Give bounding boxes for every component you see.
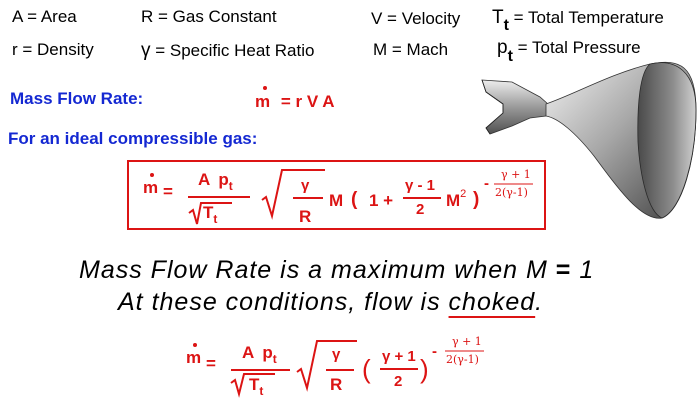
statement-line1-text: Mass Flow Rate is a maximum when M xyxy=(79,256,548,284)
formula1-one-plus: 1 + xyxy=(369,191,394,210)
legend-area: A = Area xyxy=(12,7,77,26)
legend-gas-constant: R = Gas Constant xyxy=(141,7,277,26)
gamma-symbol: γ xyxy=(141,40,151,61)
total-temp-text: = Total Temperature xyxy=(513,8,664,27)
statement-line2-pre: At these conditions, flow is xyxy=(118,288,441,316)
formula2-equals: = xyxy=(206,354,216,373)
statement-line1-val: 1 xyxy=(579,256,595,284)
formula1-p: p xyxy=(218,170,229,189)
formula2-T: Tt xyxy=(249,375,263,397)
formula1-T-sub: t xyxy=(213,212,218,226)
mass-flow-label: Mass Flow Rate: xyxy=(10,89,144,108)
formula1-M2-letter: M xyxy=(446,191,461,210)
formula-box xyxy=(127,160,546,230)
formula1-exp-num: γ + 1 xyxy=(501,168,531,181)
formula2-gamma: γ xyxy=(332,346,341,363)
formula1-M2-exp: 2 xyxy=(460,188,467,200)
formula1-frac-num: γ - 1 xyxy=(405,177,436,194)
total-temp-symbol: T xyxy=(492,7,504,28)
formula2-m: m xyxy=(186,348,202,367)
statement-choked: choked xyxy=(448,288,536,316)
formula2-open-paren: ( xyxy=(362,354,371,384)
total-pres-subscript: t xyxy=(507,48,513,65)
formula2-frac-den: 2 xyxy=(394,373,403,390)
formula1-exp-den: 2(γ-1) xyxy=(495,186,528,199)
mass-flow-m: m xyxy=(255,92,271,111)
legend-density: r = Density xyxy=(12,40,94,59)
formula1-sqrt-T xyxy=(188,202,232,225)
legend-total-pressure: pt = Total Pressure xyxy=(497,37,641,65)
formula1-frac-den: 2 xyxy=(416,201,425,218)
legend-mach: M = Mach xyxy=(373,40,449,59)
formula1-T-letter: T xyxy=(203,203,214,222)
formula2-frac-num: γ + 1 xyxy=(382,348,416,365)
total-temp-subscript: t xyxy=(503,17,509,34)
formula2-p: p xyxy=(262,343,273,362)
total-pres-symbol: p xyxy=(497,37,508,58)
formula2-dot xyxy=(193,343,197,347)
statement-line-1: Mass Flow Rate is a maximum when M = 1 xyxy=(79,258,594,283)
formula1-m: m xyxy=(143,178,159,197)
formula1-R: R xyxy=(299,207,312,226)
formula2-p-sub: t xyxy=(272,352,277,366)
formula1-equals: = xyxy=(163,182,173,201)
formula2-close-paren: ) xyxy=(420,354,429,384)
formula2-R: R xyxy=(330,375,343,394)
formula1-close-paren: ) xyxy=(473,189,480,210)
formula1-M2: M2 xyxy=(446,189,466,210)
formula1-dot xyxy=(150,173,154,177)
statement-line1-eq: = xyxy=(555,256,572,284)
formula1-open-paren: ( xyxy=(351,189,358,210)
formula2-A: A xyxy=(242,343,254,362)
formula1-sqrt-gamma xyxy=(261,169,325,220)
legend-total-temperature: Tt = Total Temperature xyxy=(492,7,664,34)
statement-line2-end: . xyxy=(535,288,544,316)
nozzle-shape xyxy=(481,61,697,219)
formula2-exp-minus: - xyxy=(432,343,437,360)
mass-flow-dot xyxy=(263,86,267,90)
formula2-sqrt-T xyxy=(230,373,275,398)
formula1-M: M xyxy=(329,191,344,210)
mass-flow-equation: m = r V A xyxy=(255,93,335,110)
total-pres-text: = Total Pressure xyxy=(517,38,641,57)
formula2-sqrt-gamma xyxy=(296,340,357,392)
formula1-T: Tt xyxy=(203,203,217,225)
formula1-p-sub: t xyxy=(228,179,233,193)
formula1-exp-minus: - xyxy=(484,175,489,192)
formula2-exp-num: γ + 1 xyxy=(452,335,482,348)
specific-heat-text: = Specific Heat Ratio xyxy=(155,41,315,60)
formula2-exp-den: 2(γ-1) xyxy=(446,353,479,366)
formula1-gamma: γ xyxy=(301,177,310,194)
formula1-numerator: A pt xyxy=(198,170,233,192)
formula2-T-letter: T xyxy=(249,375,260,394)
mass-flow-rest: = r V A xyxy=(280,92,335,111)
formula2-numerator: A pt xyxy=(242,343,277,365)
legend-velocity: V = Velocity xyxy=(371,9,461,28)
formula2-T-sub: t xyxy=(259,384,264,398)
formula1-A: A xyxy=(198,170,210,189)
compressible-label: For an ideal compressible gas: xyxy=(8,129,258,148)
legend-specific-heat: γ = Specific Heat Ratio xyxy=(141,41,314,60)
statement-line-2: At these conditions, flow is choked. xyxy=(118,290,543,315)
